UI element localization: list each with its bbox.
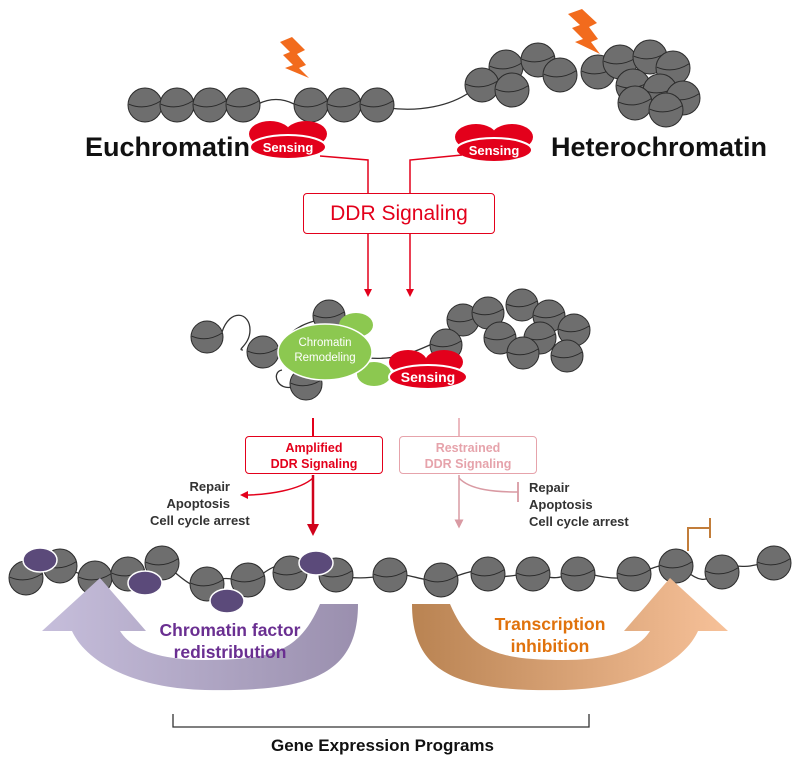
nucleosome-icon xyxy=(230,562,266,598)
gene-expression-bracket xyxy=(172,714,590,728)
nucleosome-icon xyxy=(560,556,596,592)
nucleosome-icon xyxy=(359,87,395,123)
nucleosome-icon xyxy=(246,335,280,369)
chromatin-remodeling-line1: Chromatin xyxy=(298,337,352,349)
nucleosome-icon xyxy=(446,303,480,337)
top-nucleosomes xyxy=(127,39,701,128)
outcomes-left: Repair Apoptosis Cell cycle arrest xyxy=(150,478,250,529)
ddr-signaling-label: DDR Signaling xyxy=(330,202,468,225)
transcription-line2: inhibition xyxy=(510,636,590,656)
nucleosome-icon xyxy=(515,556,551,592)
nucleosome-icon xyxy=(192,87,228,123)
outcome-right-arrest: Cell cycle arrest xyxy=(529,514,629,529)
restrained-ddr-box: Restrained DDR Signaling xyxy=(399,436,537,474)
nucleosome-icon xyxy=(127,87,163,123)
inhibition-restrained-outcomes xyxy=(458,477,519,493)
nucleosome-icon xyxy=(756,545,792,581)
transcription-inhibition-label: Transcription inhibition xyxy=(480,613,620,657)
amplified-line1: Amplified xyxy=(285,441,343,455)
nucleosome-icon xyxy=(617,85,653,121)
amplified-ddr-box: Amplified DDR Signaling xyxy=(245,436,383,474)
nucleosome-icon xyxy=(550,339,584,373)
amplified-line2: DDR Signaling xyxy=(270,457,358,471)
nucleosome-icon xyxy=(464,67,500,103)
outcomes-right: Repair Apoptosis Cell cycle arrest xyxy=(529,479,629,530)
outcome-right-repair: Repair xyxy=(529,480,570,495)
nucleosome-icon xyxy=(293,87,329,123)
nucleosome-icon xyxy=(648,92,684,128)
ddr-signaling-box: DDR Signaling xyxy=(303,193,495,234)
sensing-complex-middle xyxy=(388,350,468,390)
nucleosome-icon xyxy=(225,87,261,123)
nucleosome-icon xyxy=(506,336,540,370)
connector-right xyxy=(409,154,463,193)
nucleosome-icon xyxy=(494,72,530,108)
nucleosome-icon xyxy=(616,556,652,592)
gene-expression-programs-label: Gene Expression Programs xyxy=(271,736,494,755)
nucleosome-icon xyxy=(372,557,408,593)
nucleosome-icon xyxy=(423,562,459,598)
chromatin-factors xyxy=(22,547,334,614)
transcription-inhibition-arrow xyxy=(412,578,728,691)
nucleosome-icon xyxy=(470,556,506,592)
nucleosome-icon xyxy=(326,87,362,123)
sensing-complex-right xyxy=(455,124,533,163)
restrained-line1: Restrained xyxy=(435,441,501,455)
sensing-label-right: Sensing xyxy=(468,143,520,158)
sensing-label-left: Sensing xyxy=(262,140,314,155)
chromatin-factor-line2: redistribution xyxy=(173,642,287,662)
sensing-complex-left xyxy=(249,121,327,160)
chromatin-factor-arrow xyxy=(42,578,358,691)
lightning-bolt-icon xyxy=(568,9,600,54)
outcome-left-repair: Repair xyxy=(189,479,230,494)
nucleosome-icon xyxy=(483,321,517,355)
connector-left xyxy=(319,155,369,193)
chromatin-factor-line1: Chromatin factor xyxy=(159,620,301,640)
outcome-right-apoptosis: Apoptosis xyxy=(529,497,593,512)
nucleosome-icon xyxy=(505,288,539,322)
lightning-bolt-icon xyxy=(280,37,309,78)
restrained-line2: DDR Signaling xyxy=(424,457,512,471)
transcription-line1: Transcription xyxy=(494,614,606,634)
nucleosome-icon xyxy=(658,548,694,584)
arrow-amplified-outcomes xyxy=(240,477,314,499)
outcome-left-arrest: Cell cycle arrest xyxy=(150,513,250,528)
nucleosome-icon xyxy=(159,87,195,123)
euchromatin-label: Euchromatin xyxy=(85,132,251,162)
chromatin-remodeling-label: Chromatin Remodeling xyxy=(286,336,364,366)
chromatin-factor-redistribution-label: Chromatin factor redistribution xyxy=(140,619,320,663)
nucleosome-icon xyxy=(190,320,224,354)
sensing-label-middle: Sensing xyxy=(400,369,456,385)
chromatin-remodeler xyxy=(277,313,391,386)
nucleosome-icon xyxy=(704,554,740,590)
transcription-block-icon xyxy=(687,518,711,551)
chromatin-remodeling-line2: Remodeling xyxy=(294,352,356,364)
heterochromatin-label: Heterochromatin xyxy=(551,132,768,162)
nucleosome-icon xyxy=(542,57,578,93)
outcome-left-apoptosis: Apoptosis xyxy=(166,496,230,511)
